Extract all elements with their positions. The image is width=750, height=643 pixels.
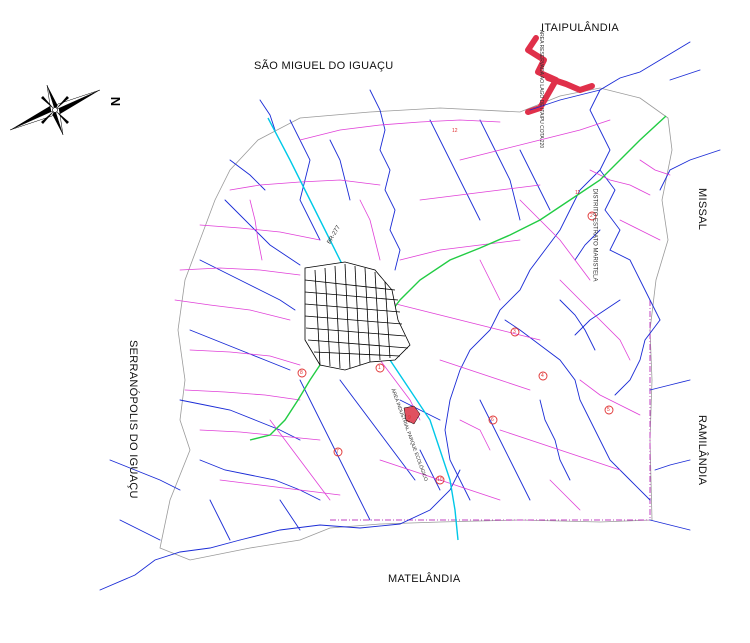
label-sao-miguel: SÃO MIGUEL DO IGUAÇU xyxy=(254,60,394,72)
marker-label-9: 9 xyxy=(408,415,411,421)
marker-label-11: 11 xyxy=(575,190,581,196)
marker-label-10: 10 xyxy=(437,477,443,483)
itaipu-lake xyxy=(525,35,595,115)
marker-label-7: 7 xyxy=(336,449,339,455)
marker-3 xyxy=(510,327,520,337)
power-line xyxy=(249,115,667,441)
marker-5 xyxy=(604,405,614,415)
label-reserve: ÁREA RESERVADA AO LAGO DE ITAIPU COTA 22… xyxy=(538,29,545,149)
marker-label-3: 3 xyxy=(513,329,516,335)
park-shapes xyxy=(403,405,421,425)
marker-7 xyxy=(333,447,343,457)
marker-label-2: 2 xyxy=(590,213,593,219)
marker-label-1: 1 xyxy=(378,365,381,371)
marker-2 xyxy=(587,211,597,221)
label-serranopolis: SERRANÓPOLIS DO IGUAÇU xyxy=(127,340,139,499)
marker-4 xyxy=(538,371,548,381)
marker-label-4: 4 xyxy=(541,373,544,379)
marker-10 xyxy=(435,475,445,485)
rivers xyxy=(99,41,721,591)
marker-label-8: 8 xyxy=(300,370,303,376)
marker-label-6: 6 xyxy=(491,417,494,423)
label-district: DISTRITO ESTRATO MARISTELA xyxy=(591,188,598,282)
label-matelandia: MATELÂNDIA xyxy=(388,573,461,585)
marker-label-12: 12 xyxy=(452,128,458,134)
marker-8 xyxy=(297,368,307,378)
label-itaipulandia: ITAIPULÂNDIA xyxy=(541,22,619,34)
compass-rose xyxy=(9,84,101,136)
urban-area xyxy=(304,261,411,371)
marker-label-5: 5 xyxy=(607,407,610,413)
roads xyxy=(174,119,671,511)
label-missal: MISSAL xyxy=(696,188,708,231)
marker-6 xyxy=(488,415,498,425)
north-letter: N xyxy=(108,96,124,107)
municipal-boundary xyxy=(159,87,673,561)
marker-1 xyxy=(375,363,385,373)
label-ramilandia: RAMILÂNDIA xyxy=(696,415,708,486)
